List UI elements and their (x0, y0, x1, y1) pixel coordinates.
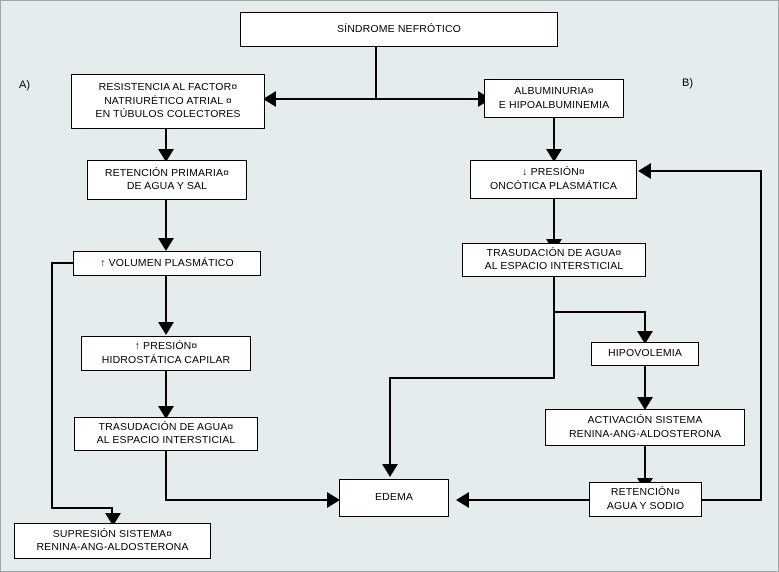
arrowhead-presion-oncotica (546, 149, 562, 162)
connector-trasudacion-der-left (389, 377, 555, 380)
connector-volumen-down-left (51, 262, 54, 509)
node-sindrome-nefrotico[interactable]: SÍNDROME NEFRÓTICO (240, 12, 558, 47)
node-presion-hidrostatica-capilar[interactable]: ↑ PRESIÓN¤ HIDROSTÁTICA CAPILAR (81, 336, 251, 371)
node-trasudacion-agua-derecha[interactable]: TRASUDACIÓN DE AGUA¤ AL ESPACIO INTERSTI… (462, 243, 646, 277)
connector-volumen-left-stub (51, 262, 76, 265)
connector-branch-split (275, 97, 479, 100)
node-resistencia-factor-natriuretico[interactable]: RESISTENCIA AL FACTOR¤ NATRIURÉTICO ATRI… (71, 74, 265, 129)
node-trasudacion-agua-izquierda[interactable]: TRASUDACIÓN DE AGUA¤ AL ESPACIO INTERSTI… (74, 417, 258, 451)
connector-trasudacion-der-down (553, 277, 556, 379)
node-supresion-sistema-renina[interactable]: SUPRESIÓN SISTEMA¤ RENINA-ANG-ALDOSTERON… (14, 523, 211, 559)
connector-to-hipovolemia-horizontal (553, 311, 646, 314)
node-retencion-primaria[interactable]: RETENCIÓN PRIMARIA¤ DE AGUA Y SAL (87, 160, 247, 200)
connector-retencion-volumen (165, 200, 168, 242)
arrowhead-edema-right (456, 492, 469, 508)
node-hipovolemia[interactable]: HIPOVOLEMIA (591, 342, 699, 366)
connector-albuminuria-oncotica (553, 118, 556, 154)
node-albuminuria-hipoalbuminemia[interactable]: ALBUMINURIA¤ E HIPOALBUMINEMIA (484, 79, 624, 118)
arrowhead-to-resistencia (263, 90, 276, 107)
arrowhead-edema-top (382, 464, 398, 477)
arrowhead-activacion-sistema (637, 397, 653, 410)
arrowhead-presion-hidrostatica (158, 322, 174, 335)
connector-trasudacion-izq-to-edema (165, 499, 332, 502)
branch-label-b: B) (682, 77, 693, 89)
connector-feedback-up (760, 171, 763, 501)
arrowhead-presion-oncotica-feedback (638, 163, 651, 179)
arrowhead-volumen-plasmatico (158, 238, 174, 251)
connector-edema-top-down (389, 377, 392, 467)
connector-hipovolemia-activacion (644, 366, 647, 402)
arrowhead-edema-left (327, 492, 340, 508)
connector-presion-trasudacion-izq (165, 371, 168, 411)
node-edema[interactable]: EDEMA (339, 479, 449, 517)
arrowhead-supresion-sistema (105, 513, 121, 526)
connector-feedback-to-oncotica (651, 170, 762, 173)
node-volumen-plasmatico[interactable]: ↑ VOLUMEN PLASMÁTICO (73, 251, 261, 276)
connector-oncotica-trasudacion (553, 199, 556, 243)
connector-feedback-right (701, 499, 762, 502)
connector-to-hipovolemia-vertical (644, 311, 647, 337)
connector-to-supresion (51, 507, 113, 510)
connector-resistencia-retencion (165, 129, 168, 155)
branch-label-a: A) (19, 79, 30, 91)
connector-trasudacion-izq-down (165, 451, 168, 501)
arrowhead-trasudacion-izquierda (158, 406, 174, 419)
connector-sindrome-down (375, 47, 378, 99)
node-retencion-agua-sodio[interactable]: RETENCIÓN¤ AGUA Y SODIO (589, 482, 702, 517)
connector-volumen-presion (165, 276, 168, 326)
node-presion-oncotica[interactable]: ↓ PRESIÓN¤ ONCÓTICA PLASMÁTICA (470, 160, 637, 199)
arrowhead-retencion-primaria (158, 149, 174, 162)
connector-retencion-to-edema (468, 499, 590, 502)
node-activacion-sistema-renina[interactable]: ACTIVACIÓN SISTEMA RENINA-ANG-ALDOSTERON… (545, 409, 745, 446)
arrowhead-hipovolemia (637, 331, 653, 344)
connector-activacion-retencion (644, 446, 647, 483)
